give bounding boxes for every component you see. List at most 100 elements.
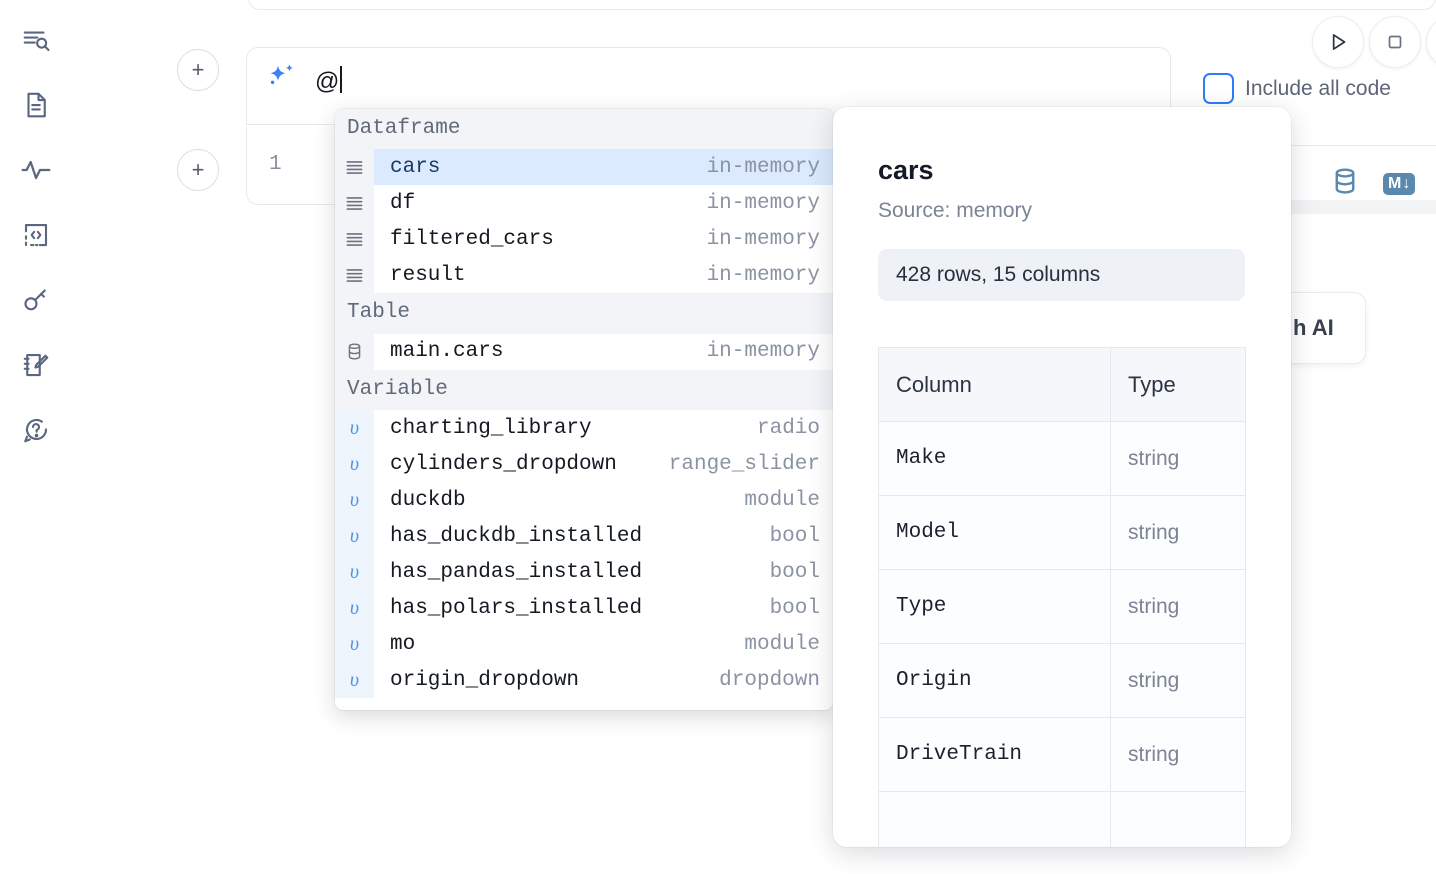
autocomplete-item-name: has_duckdb_installed bbox=[390, 524, 643, 548]
plus-icon: + bbox=[191, 157, 205, 182]
variable-icon: υ bbox=[335, 590, 374, 627]
autocomplete-item[interactable]: υ charting_library radio bbox=[335, 410, 833, 447]
autocomplete-item-name: duckdb bbox=[390, 488, 466, 512]
variable-icon: υ bbox=[335, 446, 374, 483]
autocomplete-group-header: Table bbox=[335, 293, 833, 334]
markdown-arrow: ↓ bbox=[1402, 174, 1411, 192]
file-search-icon[interactable] bbox=[14, 18, 58, 62]
scratchpad-icon[interactable] bbox=[14, 343, 58, 387]
table-column-header: Column bbox=[878, 347, 1111, 422]
generate-with-ai-label: h AI bbox=[1293, 315, 1334, 340]
markdown-letter: M bbox=[1388, 174, 1402, 192]
column-name-cell: Origin bbox=[878, 643, 1111, 718]
markdown-icon[interactable]: M ↓ bbox=[1383, 172, 1416, 195]
document-icon[interactable] bbox=[14, 83, 58, 127]
autocomplete-item-type: in-memory bbox=[706, 263, 820, 287]
variable-icon: υ bbox=[335, 482, 374, 519]
autocomplete-item-type: module bbox=[744, 488, 820, 512]
autocomplete-item-type: dropdown bbox=[719, 668, 820, 692]
autocomplete-group-header: Dataframe bbox=[335, 109, 833, 150]
column-name-cell bbox=[878, 791, 1111, 847]
panel-divider bbox=[1172, 145, 1436, 146]
column-type-cell: string bbox=[1110, 495, 1246, 570]
dataframe-icon bbox=[335, 221, 374, 258]
autocomplete-item-name: origin_dropdown bbox=[390, 668, 580, 692]
column-name-cell: Type bbox=[878, 569, 1111, 644]
include-all-code-toggle[interactable]: Include all code bbox=[1203, 73, 1391, 104]
add-cell-button-bottom[interactable]: + bbox=[177, 149, 219, 191]
column-name-cell: Make bbox=[878, 421, 1111, 496]
ai-prompt-text: @ bbox=[315, 48, 343, 96]
include-all-code-checkbox[interactable] bbox=[1203, 73, 1234, 104]
autocomplete-item[interactable]: υ has_pandas_installed bool bbox=[335, 554, 833, 591]
table-icon bbox=[335, 333, 374, 370]
autocomplete-item-name: df bbox=[390, 191, 416, 215]
line-number: 1 bbox=[269, 153, 282, 176]
activity-icon[interactable] bbox=[14, 148, 58, 192]
variable-icon: υ bbox=[335, 662, 374, 699]
autocomplete-group-header: Variable bbox=[335, 369, 833, 411]
sidebar bbox=[0, 0, 72, 874]
column-type-cell: string bbox=[1110, 421, 1246, 496]
plus-icon: + bbox=[191, 57, 205, 82]
preview-title: cars bbox=[878, 155, 934, 185]
column-type-cell bbox=[1110, 791, 1246, 847]
dataframe-icon bbox=[335, 257, 374, 294]
key-icon[interactable] bbox=[14, 278, 58, 322]
generate-with-ai-card[interactable]: h AI bbox=[1282, 292, 1366, 364]
autocomplete-item-type: range_slider bbox=[668, 452, 820, 476]
autocomplete-item-type: radio bbox=[756, 416, 820, 440]
autocomplete-item-type: in-memory bbox=[706, 340, 820, 364]
column-type-cell: string bbox=[1110, 643, 1246, 718]
preview-source: Source: memory bbox=[878, 199, 1033, 222]
include-all-code-label: Include all code bbox=[1245, 76, 1391, 100]
ai-prompt-value: @ bbox=[315, 68, 340, 95]
autocomplete-item[interactable]: filtered_cars in-memory bbox=[335, 221, 833, 258]
autocomplete-item-type: in-memory bbox=[706, 227, 820, 251]
autocomplete-item-type: bool bbox=[769, 560, 820, 584]
autocomplete-item-type: bool bbox=[769, 524, 820, 548]
code-snippet-icon[interactable] bbox=[14, 213, 58, 257]
autocomplete-item-name: mo bbox=[390, 632, 416, 656]
autocomplete-item-name: charting_library bbox=[390, 416, 592, 440]
autocomplete-item-type: module bbox=[744, 632, 820, 656]
autocomplete-item-name: has_pandas_installed bbox=[390, 560, 643, 584]
database-icon[interactable] bbox=[1330, 166, 1360, 201]
add-cell-button-top[interactable]: + bbox=[177, 49, 219, 91]
autocomplete-item-type: in-memory bbox=[706, 155, 820, 179]
text-caret bbox=[340, 66, 343, 93]
autocomplete-item-name: has_polars_installed bbox=[390, 596, 643, 620]
autocomplete-item[interactable]: υ origin_dropdown dropdown bbox=[335, 662, 833, 699]
help-chat-icon[interactable] bbox=[14, 408, 58, 452]
dataframe-icon bbox=[335, 185, 374, 222]
stop-button[interactable] bbox=[1369, 16, 1421, 68]
cell-above-stub bbox=[248, 0, 1436, 10]
dataframe-icon bbox=[335, 149, 374, 186]
column-name-cell: DriveTrain bbox=[878, 717, 1111, 792]
preview-shape-badge: 428 rows, 15 columns bbox=[878, 249, 1245, 301]
more-actions-button[interactable] bbox=[1426, 16, 1436, 68]
autocomplete-item-name: filtered_cars bbox=[390, 227, 554, 251]
variable-icon: υ bbox=[335, 410, 374, 447]
sparkle-icon bbox=[247, 48, 315, 98]
run-button[interactable] bbox=[1312, 16, 1364, 68]
variable-icon: υ bbox=[335, 554, 374, 591]
column-name-cell: Model bbox=[878, 495, 1111, 570]
